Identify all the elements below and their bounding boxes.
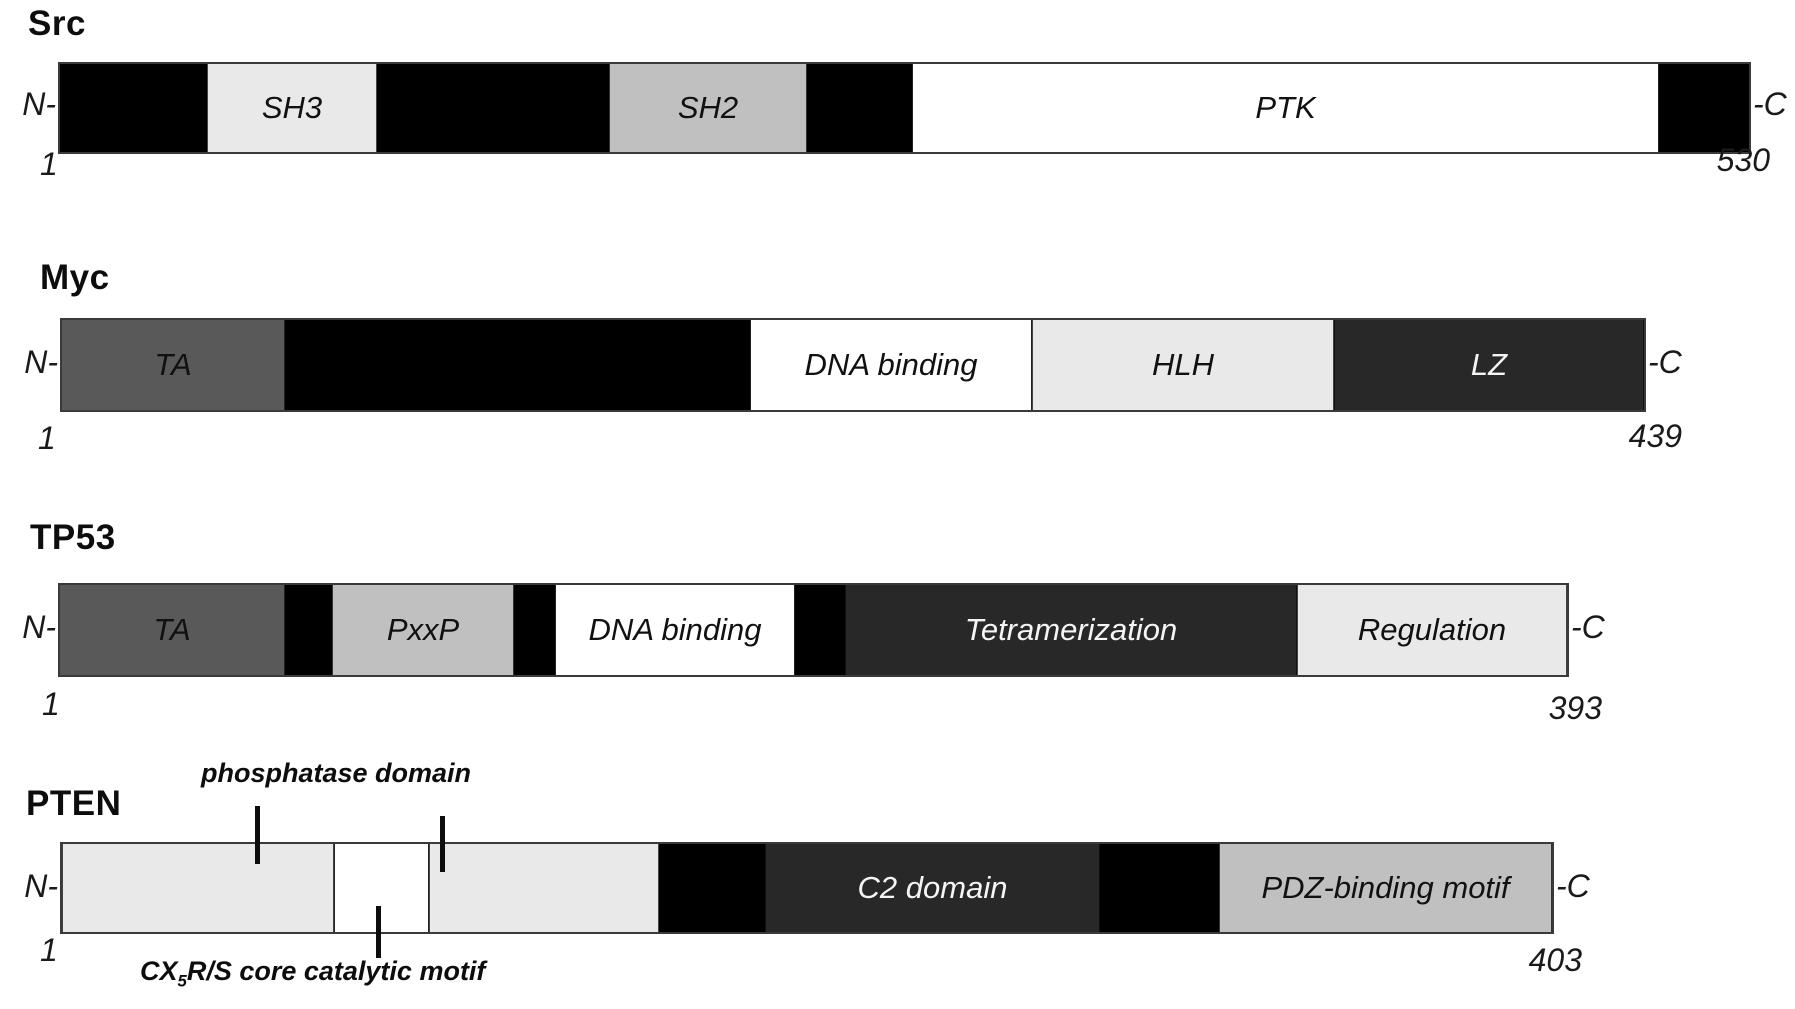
src-n-terminus-label: N- — [22, 86, 56, 122]
tp53-segment-linker — [285, 585, 332, 675]
myc-n-terminus-label: N- — [24, 344, 58, 380]
myc-segment-linker — [285, 320, 750, 410]
protein-bar-myc: TA DNA binding HLH LZ — [60, 318, 1646, 412]
pten-catalytic-motif-subscript: 5 — [177, 971, 187, 991]
tp53-segment-tetramerization: Tetramerization — [845, 585, 1297, 675]
tp53-segment-linker — [514, 585, 555, 675]
tp53-segment-ta: TA — [60, 585, 285, 675]
pten-phosphatase-domain-annotation: phosphatase domain — [200, 758, 472, 788]
myc-hlh-label: HLH — [1151, 347, 1214, 382]
src-start-residue: 1 — [40, 146, 58, 182]
myc-lz-label: LZ — [1470, 347, 1508, 382]
pten-segment-c2-domain: C2 domain — [765, 844, 1100, 932]
tp53-regulation-label: Regulation — [1357, 612, 1507, 647]
pten-segment-linker — [1100, 844, 1219, 932]
tp53-segment-linker — [795, 585, 845, 675]
myc-segment-hlh: HLH — [1032, 320, 1334, 410]
tp53-segment-regulation: Regulation — [1297, 585, 1567, 675]
pten-segment-phosphatase-left — [62, 844, 334, 932]
myc-segment-ta: TA — [62, 320, 285, 410]
tp53-end-residue: 393 — [1548, 690, 1602, 726]
pten-end-residue: 403 — [1528, 942, 1582, 978]
pten-catalytic-motif-suffix: R/S core catalytic motif — [186, 956, 486, 986]
pten-segment-pdz-binding-motif: PDZ-binding motif — [1219, 844, 1552, 932]
pten-catalytic-motif-prefix: CX — [140, 956, 178, 986]
pten-catalytic-motif-annotation: CX5R/S core catalytic motif — [140, 956, 485, 991]
pten-segment-phosphatase-right — [429, 844, 659, 932]
protein-bar-src: SH3 SH2 PTK — [58, 62, 1751, 154]
pten-c2-domain-label: C2 domain — [857, 870, 1008, 905]
src-ptk-label: PTK — [1255, 90, 1316, 125]
pten-start-residue: 1 — [40, 932, 58, 968]
tp53-start-residue: 1 — [42, 686, 60, 722]
tp53-segment-pxxp: PxxP — [332, 585, 514, 675]
src-c-terminus-label: -C — [1753, 86, 1787, 122]
myc-start-residue: 1 — [38, 420, 56, 456]
protein-title-myc: Myc — [40, 258, 110, 297]
protein-title-src: Src — [28, 4, 86, 43]
pten-pdz-binding-label: PDZ-binding motif — [1261, 870, 1510, 905]
pten-c-terminus-label: -C — [1556, 868, 1590, 904]
src-segment-sh2: SH2 — [609, 64, 807, 152]
myc-end-residue: 439 — [1628, 418, 1682, 454]
src-segment-sh3: SH3 — [207, 64, 377, 152]
myc-segment-dna-binding: DNA binding — [750, 320, 1032, 410]
myc-ta-label: TA — [154, 347, 192, 382]
pten-segment-catalytic-motif — [334, 844, 429, 932]
protein-title-tp53: TP53 — [30, 518, 116, 557]
src-segment-ptk: PTK — [912, 64, 1659, 152]
pten-phosphatase-tick-left — [255, 806, 260, 864]
src-segment-linker — [807, 64, 912, 152]
tp53-ta-label: TA — [153, 612, 191, 647]
src-segment-cterm — [1659, 64, 1749, 152]
src-sh3-label: SH3 — [261, 90, 323, 125]
src-segment-linker — [377, 64, 609, 152]
myc-segment-lz: LZ — [1334, 320, 1644, 410]
pten-segment-linker — [659, 844, 765, 932]
tp53-tetramerization-label: Tetramerization — [964, 612, 1178, 647]
src-segment-nterm-linker — [60, 64, 207, 152]
src-sh2-label: SH2 — [677, 90, 739, 125]
pten-phosphatase-tick-right — [440, 816, 445, 872]
tp53-segment-dna-binding: DNA binding — [555, 585, 795, 675]
myc-dna-binding-label: DNA binding — [804, 347, 978, 382]
protein-title-pten: PTEN — [26, 784, 122, 823]
pten-n-terminus-label: N- — [24, 868, 58, 904]
tp53-n-terminus-label: N- — [22, 609, 56, 645]
protein-bar-tp53: TA PxxP DNA binding Tetramerization Regu… — [58, 583, 1569, 677]
myc-c-terminus-label: -C — [1648, 344, 1682, 380]
src-end-residue: 530 — [1716, 142, 1770, 178]
tp53-dna-binding-label: DNA binding — [588, 612, 762, 647]
protein-bar-pten: C2 domain PDZ-binding motif — [60, 842, 1554, 934]
pten-catalytic-motif-tick — [376, 906, 381, 958]
tp53-pxxp-label: PxxP — [386, 612, 460, 647]
tp53-c-terminus-label: -C — [1571, 609, 1605, 645]
